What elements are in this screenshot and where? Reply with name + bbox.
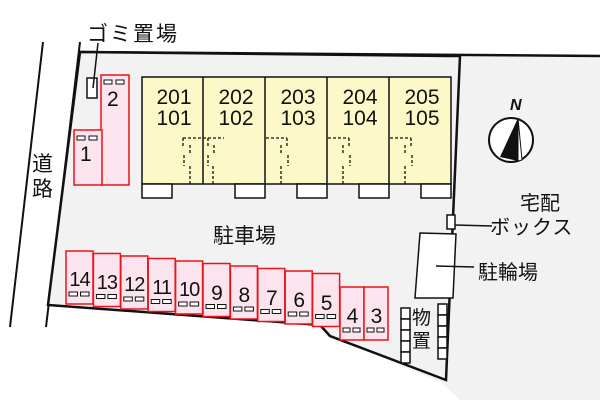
wheel-stop (134, 296, 145, 302)
parking-number-4: 4 (346, 305, 359, 328)
parking-number-12: 12 (124, 274, 145, 296)
wheel-stop (232, 306, 243, 312)
parking-number-1: 1 (80, 143, 92, 166)
wheel-stop (244, 306, 254, 312)
delivery-box-leader (454, 224, 493, 227)
road-label: 道 路 (32, 152, 53, 202)
road-edge-left (9, 41, 44, 328)
parking-number-6: 6 (293, 289, 305, 312)
bicycle-label: 駐輪場 (478, 260, 538, 284)
garbage-leader-line (92, 42, 99, 89)
parking-number-3: 3 (370, 305, 383, 328)
parking-label: 駐車場 (213, 224, 276, 248)
parking-number-11: 11 (152, 276, 172, 299)
wheel-stop (217, 304, 227, 309)
parking-number-10: 10 (178, 279, 200, 301)
parking-number-14: 14 (69, 269, 90, 291)
wheel-stop (150, 299, 161, 304)
wheel-stop (342, 327, 351, 333)
wheel-stop (123, 296, 133, 302)
storage-label-char: 置 (412, 330, 432, 352)
wheel-stop (315, 314, 325, 319)
wheel-stop (352, 327, 361, 333)
bicycle-parking (414, 232, 457, 299)
wheel-stop (68, 291, 78, 297)
garbage-station (86, 77, 98, 99)
road-label-char: 道 (32, 152, 53, 176)
unit-number-upper: 203 (280, 86, 316, 109)
unit-number-lower: 103 (280, 107, 316, 130)
delivery-box-label-line2: ボックス (490, 215, 574, 239)
parking-number-5: 5 (320, 291, 333, 315)
wheel-stop (178, 301, 188, 307)
wheel-stop (376, 327, 385, 333)
road-label-char: 路 (32, 177, 53, 201)
north-label: N (510, 97, 522, 114)
parking-number-13: 13 (96, 271, 118, 294)
parking-number-8: 8 (238, 284, 251, 307)
parking-number-9: 9 (211, 281, 223, 305)
garbage-label: ゴミ置場 (87, 22, 179, 46)
parking-number-7: 7 (265, 286, 278, 310)
delivery-box (446, 214, 456, 230)
wheel-stop (76, 135, 86, 141)
wheel-stop (287, 311, 298, 317)
storage-label: 物 置 (412, 307, 431, 353)
parking-number-2: 2 (107, 88, 119, 111)
wheel-stop (366, 327, 375, 333)
wheel-stop (260, 309, 270, 314)
bicycle-leader (435, 265, 475, 268)
unit-number-upper: 205 (404, 86, 440, 109)
wheel-stop (162, 299, 172, 304)
wheel-stop (271, 309, 282, 314)
wheel-stop (189, 301, 200, 307)
unit-number-lower: 102 (218, 107, 254, 130)
wheel-stop (107, 294, 117, 299)
apartment-building (141, 76, 452, 199)
parking-row-bottom (65, 250, 389, 341)
wheel-stop (205, 304, 215, 309)
unit-number-lower: 104 (342, 107, 378, 130)
wheel-stop (88, 135, 98, 141)
storage-units (400, 303, 448, 364)
delivery-box-label-line1: 宅配 (520, 191, 560, 215)
unit-number-upper: 204 (342, 86, 378, 109)
north-compass (488, 117, 534, 163)
wheel-stop (115, 79, 125, 85)
unit-number-upper: 201 (156, 86, 192, 109)
wheel-stop (80, 291, 90, 297)
wheel-stop (326, 314, 337, 319)
unit-number-lower: 105 (404, 107, 440, 130)
wheel-stop (95, 294, 106, 299)
parking-space-2 (100, 74, 130, 186)
delivery-box-label: 宅配 ボックス (490, 191, 573, 239)
unit-number-upper: 202 (218, 86, 254, 109)
wheel-stop (103, 79, 113, 85)
storage-label-char: 物 (412, 307, 432, 329)
unit-number-lower: 101 (156, 107, 192, 130)
wheel-stop (299, 311, 309, 317)
